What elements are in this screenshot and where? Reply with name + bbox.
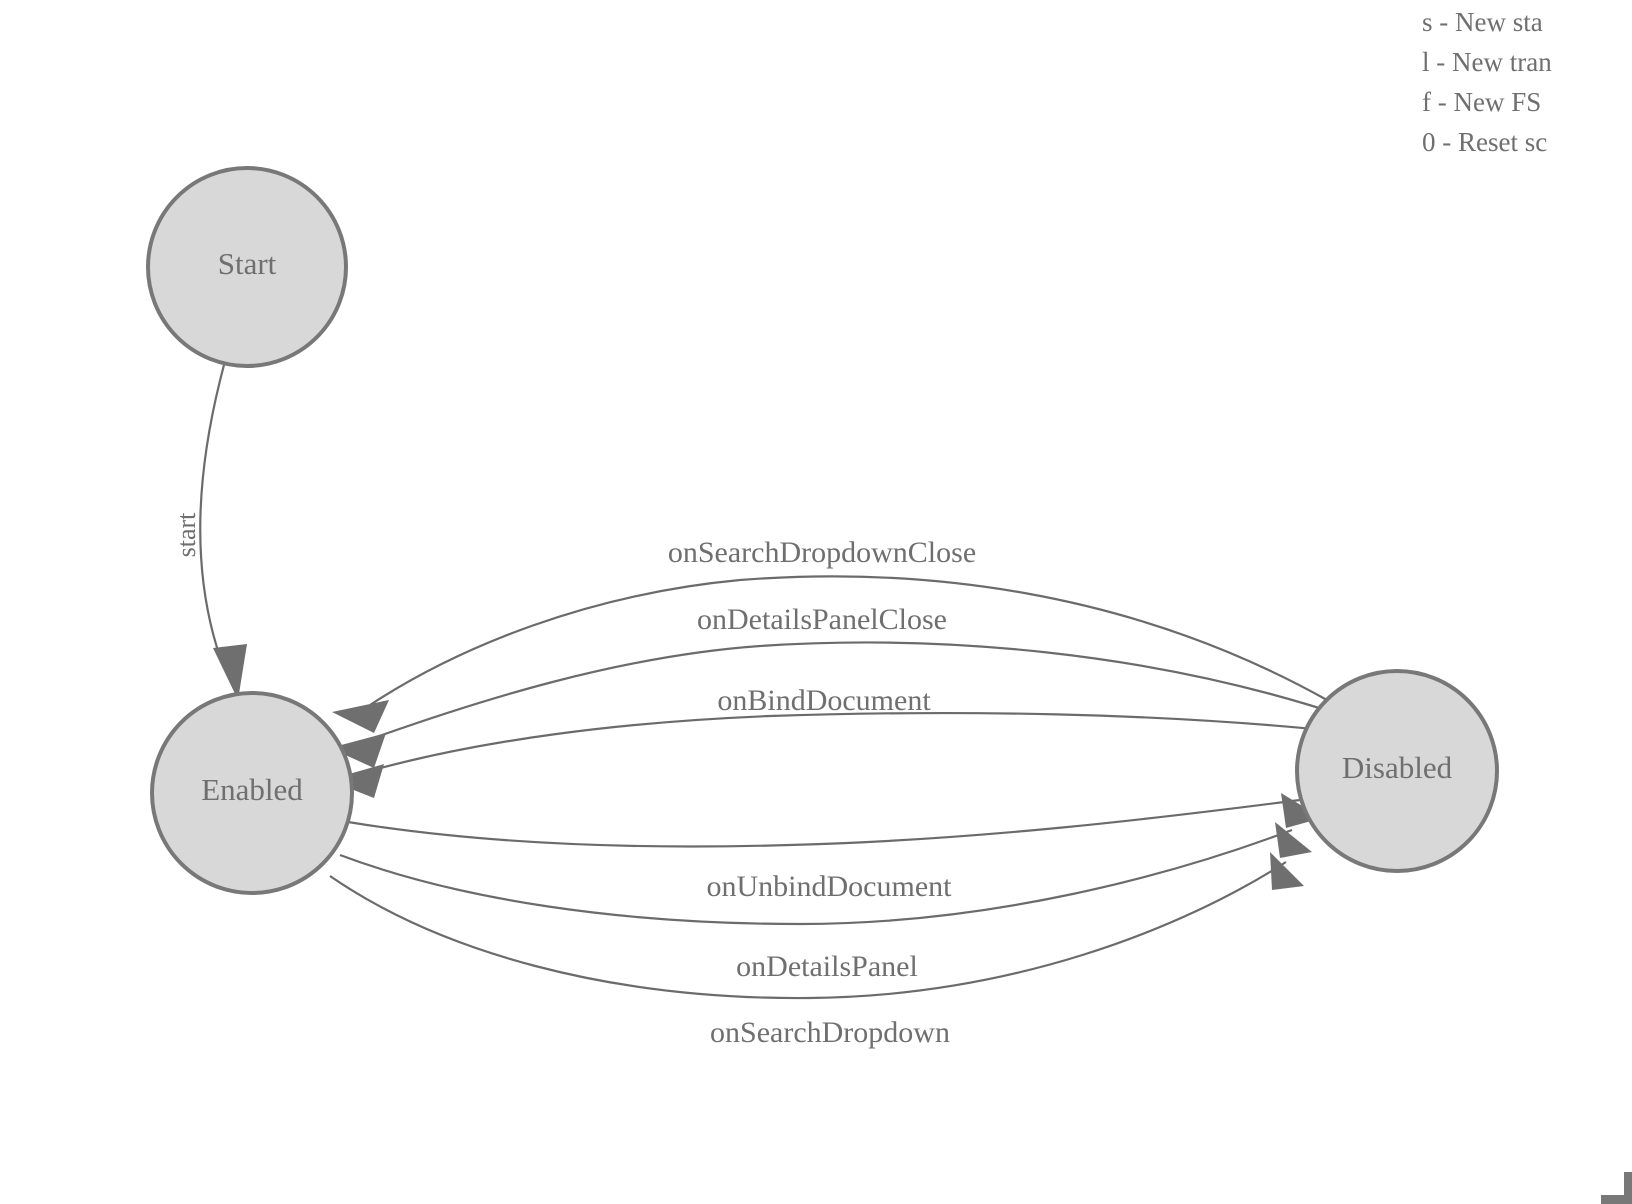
edge-disabled-to-enabled-searchdropdownclose[interactable] [332,575,1328,733]
node-disabled-label: Disabled [1342,750,1453,785]
node-disabled-circle [1295,669,1499,873]
edge-start-to-enabled[interactable] [199,364,247,700]
node-start-circle [146,166,348,368]
edge-label-start: start [172,512,201,558]
arrowhead-ondetailspanelclose [330,733,386,768]
edge-label-onsearchdropdown: onSearchDropdown [710,1016,950,1049]
edge-label-onsearchdropdownclose: onSearchDropdownClose [668,536,976,569]
edge-label-ondetailspanel: onDetailsPanel [736,950,918,983]
node-disabled[interactable]: Disabled [1295,669,1499,873]
edge-disabled-to-enabled-binddocument[interactable] [328,711,1354,798]
edge-label-ondetailspanelclose: onDetailsPanelClose [697,603,947,636]
edge-path-onsearchdropdownclose [369,575,1328,706]
edge-path-onunbinddocument [347,798,1301,848]
legend-line-new-transition: l - New tran [1422,47,1552,77]
edge-enabled-to-disabled-unbinddocument[interactable] [347,793,1322,848]
arrowhead-onsearchdropdownclose [332,700,389,733]
node-enabled-circle [150,691,354,895]
vertical-scrollbar-thumb[interactable] [1624,1172,1632,1196]
edge-enabled-to-disabled-detailspanel[interactable] [339,822,1312,926]
edge-path-ondetailspanelclose [367,641,1342,742]
edge-label-onbinddocument: onBindDocument [717,684,931,717]
edge-path-ondetailspanel [339,828,1293,926]
horizontal-scrollbar-thumb[interactable] [1601,1195,1632,1204]
edge-label-onunbinddocument: onUnbindDocument [707,870,953,903]
node-start-label: Start [218,246,277,281]
legend-line-reset: 0 - Reset sc [1422,127,1548,157]
node-start[interactable]: Start [146,166,348,368]
legend-line-new-fsm: f - New FS [1422,87,1542,117]
edge-enabled-to-disabled-searchdropdown[interactable] [329,852,1304,1000]
node-enabled-label: Enabled [201,772,303,807]
edge-path-start-enabled [199,364,226,661]
arrowhead-onbinddocument [328,764,384,798]
edge-path-onbinddocument [365,711,1354,774]
arrowhead-ondetailspanel [1275,822,1312,858]
edge-disabled-to-enabled-detailspanelclose[interactable] [330,641,1342,768]
node-enabled[interactable]: Enabled [150,691,354,895]
arrowhead-onsearchdropdown [1270,852,1304,890]
keyboard-shortcut-legend: s - New sta l - New tran f - New FS 0 - … [1422,0,1632,162]
arrowhead-start-enabled [213,644,247,700]
legend-line-new-state: s - New sta [1422,7,1543,37]
edge-path-onsearchdropdown [329,861,1287,1000]
